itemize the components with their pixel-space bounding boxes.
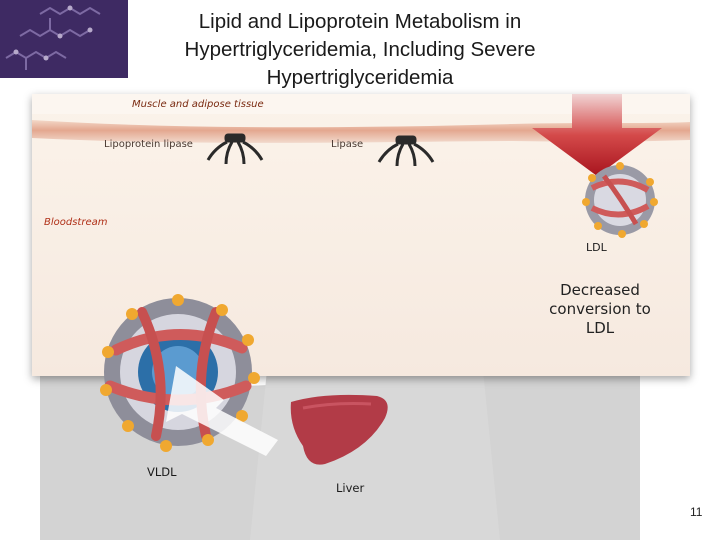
lipase-label: Lipase [331,139,364,150]
hexagon-chain-icon [0,0,130,95]
vldl-particle [100,294,278,456]
muscle-adipose-label: Muscle and adipose tissue [132,99,264,110]
decreased-conversion-label: Decreased conversion to LDL [549,281,651,337]
enzyme-anchor-icon [377,135,435,167]
liver-organ [290,394,388,465]
vldl-label: VLDL [147,465,177,479]
liver-label: Liver [336,481,365,495]
enzyme-anchor-icon [206,133,264,165]
ldl-label: LDL [586,241,607,254]
lipoprotein-lipase-label: Lipoprotein lipase [104,139,193,150]
decrease-arrow [532,94,662,176]
page-number: 11 [690,505,703,519]
slide-title: Lipid and Lipoprotein Metabolism in Hype… [184,10,536,89]
bloodstream-label: Bloodstream [44,217,108,228]
ldl-particle [582,162,658,238]
